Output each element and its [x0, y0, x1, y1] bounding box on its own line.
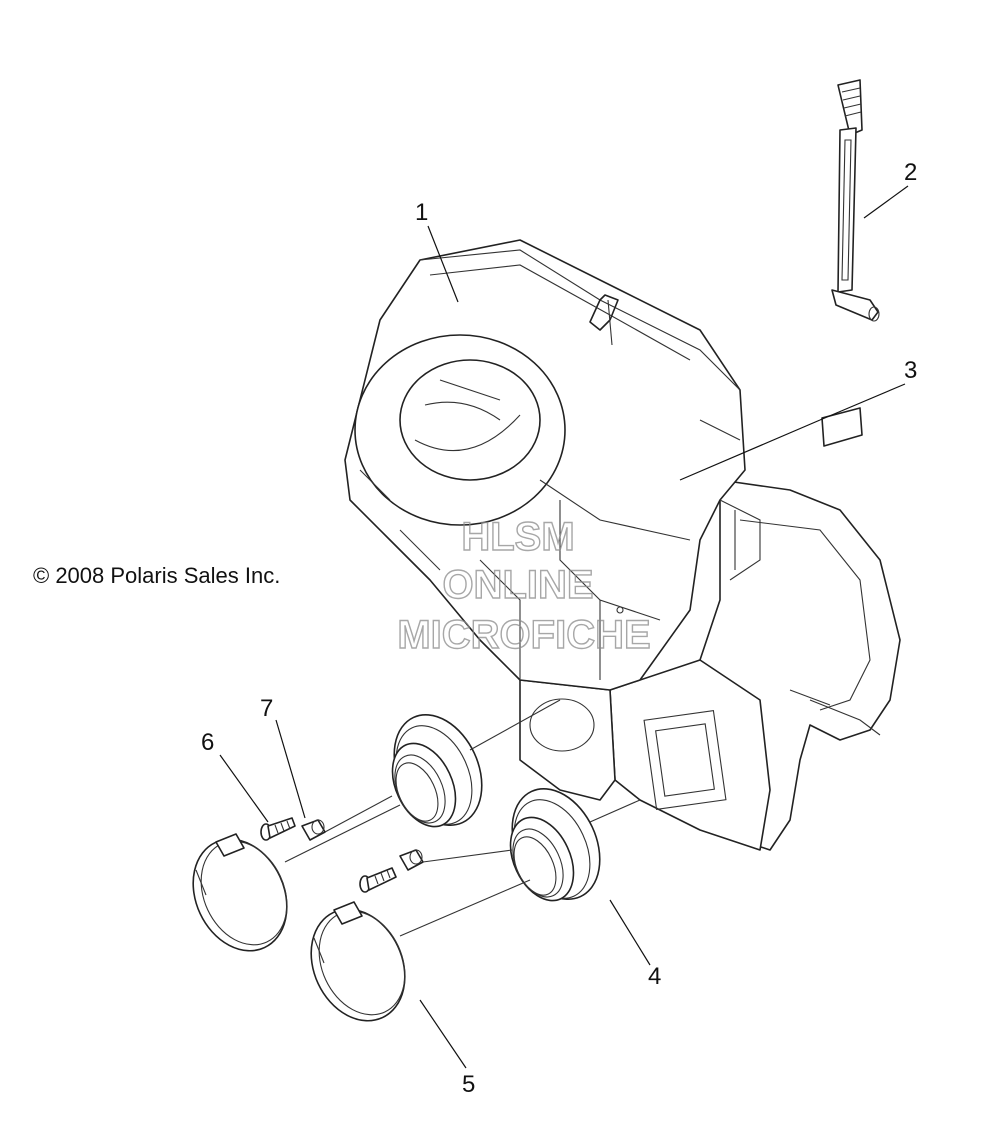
intake-boot-lower: [509, 787, 601, 902]
hose-clamp-lower: [310, 901, 406, 1022]
callout-2: 2: [904, 159, 917, 186]
callout-5: 5: [462, 1071, 475, 1098]
screw-upper: [260, 817, 296, 841]
watermark-line-2: ONLINE: [442, 563, 593, 607]
airbox-housing: [344, 239, 901, 851]
callout-1: 1: [415, 199, 428, 226]
copyright-text: © 2008 Polaris Sales Inc.: [33, 563, 280, 588]
callout-6: 6: [201, 729, 214, 756]
watermark: HLSM ONLINE MICROFICHE: [397, 514, 652, 657]
hose-clamp-upper: [192, 833, 288, 952]
intake-boot-upper: [391, 713, 483, 828]
rubber-strap: [831, 79, 880, 322]
spacer-lower: [399, 849, 424, 871]
watermark-line-3: MICROFICHE: [397, 613, 650, 657]
callout-7: 7: [260, 695, 273, 722]
spacer-upper: [301, 819, 326, 841]
leader-lines: [219, 185, 909, 1069]
decal-label: [821, 407, 863, 447]
watermark-line-1: HLSM: [461, 515, 574, 559]
callout-3: 3: [904, 357, 917, 384]
alignment-lines: [284, 699, 641, 937]
screw-lower: [359, 867, 397, 893]
callout-4: 4: [648, 963, 661, 990]
